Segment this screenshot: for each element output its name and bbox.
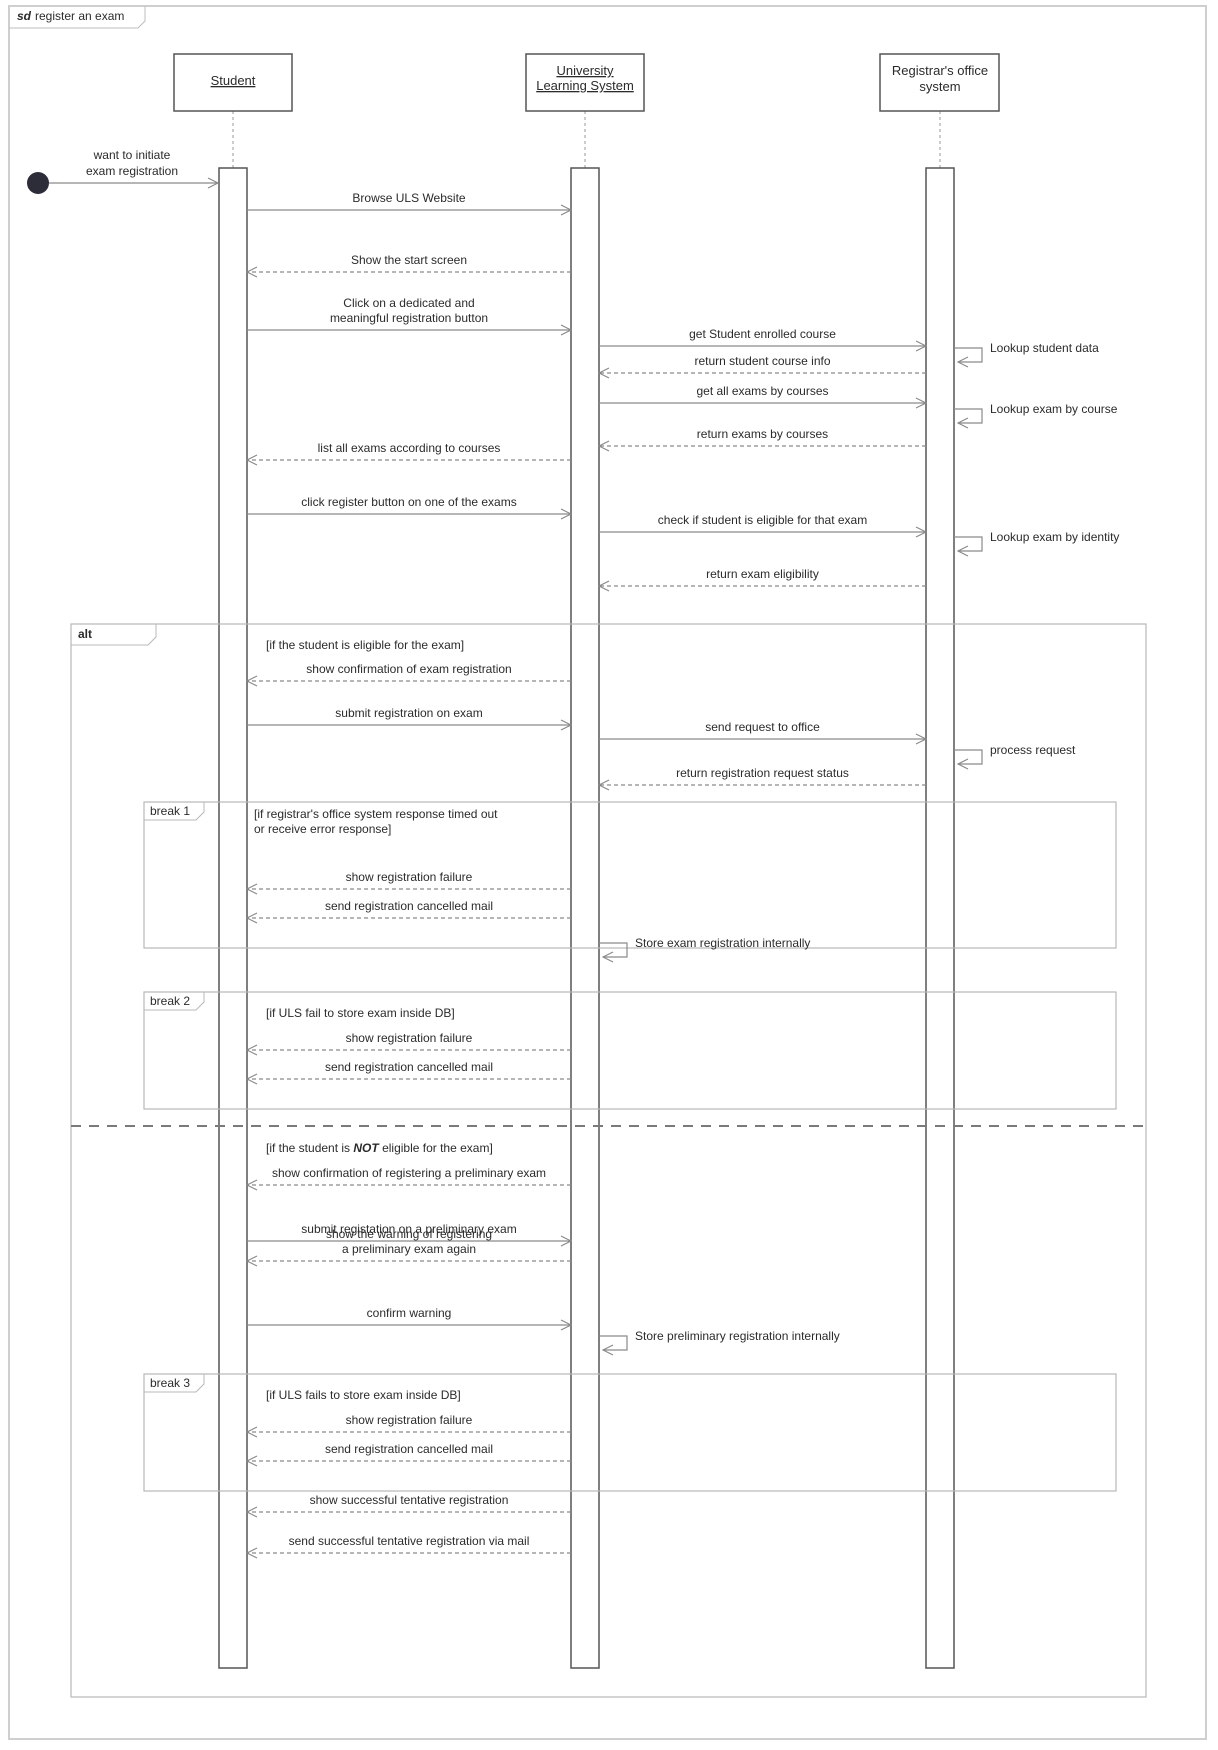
alt-guard-eligible: [if the student is eligible for the exam… bbox=[266, 638, 464, 652]
break-2-label: break 2 bbox=[150, 994, 190, 1008]
message-label: send request to office bbox=[705, 720, 820, 734]
break-3-guard: [if ULS fails to store exam inside DB] bbox=[266, 1388, 461, 1402]
break-3-label: break 3 bbox=[150, 1376, 190, 1390]
break-1-label: break 1 bbox=[150, 804, 190, 818]
alt-fragment bbox=[70, 623, 1147, 1698]
break-1-guard-2: or receive error response] bbox=[254, 822, 391, 836]
message-label: send successful tentative registration v… bbox=[289, 1534, 530, 1548]
participant-student-label: Student bbox=[211, 73, 256, 88]
break-2-tab bbox=[144, 992, 205, 1011]
initial-node bbox=[27, 172, 49, 194]
self-message-label: Store exam registration internally bbox=[635, 936, 810, 950]
participant-registrar-label-1: Registrar's office bbox=[892, 63, 988, 78]
alt-fragment-tab bbox=[71, 624, 157, 646]
self-message-arrow bbox=[954, 347, 983, 362]
break-3-tab bbox=[144, 1374, 205, 1393]
message-label: return exams by courses bbox=[697, 427, 828, 441]
message-label: show registration failure bbox=[346, 1413, 473, 1427]
message-label: list all exams according to courses bbox=[318, 441, 501, 455]
message-label: meaningful registration button bbox=[330, 311, 488, 325]
break-3-fragment bbox=[143, 1373, 1117, 1492]
participant-registrar bbox=[879, 53, 1000, 112]
initiation-label-1: want to initiate bbox=[93, 148, 171, 162]
message-label: confirm warning bbox=[367, 1306, 452, 1320]
message-label: a preliminary exam again bbox=[342, 1242, 476, 1256]
activation-uls bbox=[570, 167, 600, 1669]
message-label: get all exams by courses bbox=[696, 384, 828, 398]
break-1-tab bbox=[144, 802, 205, 821]
self-message-arrow bbox=[599, 1335, 628, 1350]
participant-uls-label-2: Learning System bbox=[536, 78, 634, 93]
message-label: send registration cancelled mail bbox=[325, 1442, 493, 1456]
self-message-arrow bbox=[954, 536, 983, 551]
message-label: get Student enrolled course bbox=[689, 327, 836, 341]
self-message-arrow bbox=[599, 942, 628, 957]
initiation-label-2: exam registration bbox=[86, 164, 178, 178]
self-message-arrow bbox=[954, 749, 983, 764]
self-message-label: Lookup exam by course bbox=[990, 402, 1118, 416]
message-label: Browse ULS Website bbox=[352, 191, 465, 205]
message-label: show the warning of registering bbox=[326, 1227, 492, 1241]
message-label: Click on a dedicated and bbox=[343, 296, 474, 310]
message-label: send registration cancelled mail bbox=[325, 899, 493, 913]
frame-tab bbox=[9, 6, 146, 29]
message-label: click register button on one of the exam… bbox=[301, 495, 516, 509]
activation-student bbox=[218, 167, 248, 1669]
message-label: return student course info bbox=[694, 354, 830, 368]
message-label: send registration cancelled mail bbox=[325, 1060, 493, 1074]
message-label: return exam eligibility bbox=[706, 567, 819, 581]
break-1-guard-1: [if registrar's office system response t… bbox=[254, 807, 498, 821]
break-2-guard: [if ULS fail to store exam inside DB] bbox=[266, 1006, 455, 1020]
message-label: submit registration on exam bbox=[335, 706, 482, 720]
alt-fragment-label: alt bbox=[78, 627, 92, 641]
participant-uls-label-1: University bbox=[556, 63, 614, 78]
outer-frame bbox=[8, 5, 1207, 1740]
break-2-fragment bbox=[143, 991, 1117, 1110]
participant-student bbox=[173, 53, 293, 112]
self-message-label: Lookup exam by identity bbox=[990, 530, 1119, 544]
message-label: show confirmation of exam registration bbox=[306, 662, 511, 676]
message-label: show successful tentative registration bbox=[310, 1493, 509, 1507]
message-label: submit registation on a preliminary exam bbox=[301, 1222, 516, 1236]
message-label: Show the start screen bbox=[351, 253, 467, 267]
message-label: check if student is eligible for that ex… bbox=[658, 513, 867, 527]
self-message-label: process request bbox=[990, 743, 1076, 757]
participant-registrar-label-2: system bbox=[919, 79, 960, 94]
message-label: show registration failure bbox=[346, 870, 473, 884]
break-1-fragment bbox=[143, 801, 1117, 949]
alt-guard-not-eligible: [if the student is NOT eligible for the … bbox=[266, 1141, 493, 1155]
self-message-label: Store preliminary registration internall… bbox=[635, 1329, 840, 1343]
message-label: show confirmation of registering a preli… bbox=[272, 1166, 546, 1180]
self-message-label: Lookup student data bbox=[990, 341, 1099, 355]
activation-registrar bbox=[925, 167, 955, 1669]
participant-uls bbox=[525, 53, 645, 112]
self-message-arrow bbox=[954, 408, 983, 423]
message-label: return registration request status bbox=[676, 766, 849, 780]
message-label: show registration failure bbox=[346, 1031, 473, 1045]
